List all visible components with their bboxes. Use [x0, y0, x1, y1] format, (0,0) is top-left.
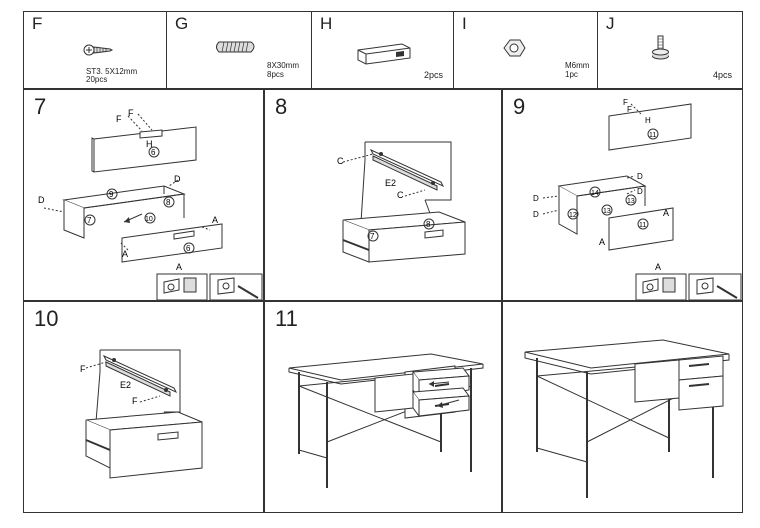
label-a: A	[655, 262, 661, 272]
label-f: F	[627, 105, 632, 114]
label-12: 12	[569, 212, 577, 219]
nut-icon	[503, 39, 526, 57]
part-j: J 4pcs	[598, 12, 744, 90]
step-7-panel: 7 F F H 6 9 8 7 10 6 D D A	[23, 89, 264, 301]
label-8: 8	[426, 220, 431, 229]
final-desk-panel	[502, 301, 743, 513]
handle-icon	[357, 43, 411, 65]
label-14: 14	[591, 190, 599, 197]
label-6: 6	[151, 148, 156, 157]
label-f: F	[80, 364, 86, 374]
step-number: 10	[34, 306, 59, 331]
part-i: I M6mm 1pc	[454, 12, 598, 90]
part-spec: ST3. 5X12mm	[86, 67, 138, 76]
part-letter: F	[32, 14, 43, 33]
step-8-slide-install-diagram: C E2 C 7 8	[337, 141, 466, 263]
label-d: D	[533, 210, 539, 219]
label-c: C	[397, 190, 404, 200]
label-13: 13	[627, 198, 635, 205]
label-6: 6	[186, 244, 191, 253]
label-f: F	[128, 108, 134, 118]
step-number: 8	[275, 94, 288, 119]
part-h: H 2pcs	[312, 12, 454, 90]
step-11-panel: 11	[264, 301, 502, 513]
label-9: 9	[109, 190, 114, 199]
label-e2: E2	[120, 380, 131, 390]
label-a: A	[122, 249, 128, 259]
part-qty: 2pcs	[424, 70, 444, 80]
label-a: A	[663, 208, 669, 218]
label-a: A	[176, 262, 182, 272]
part-qty: 4pcs	[713, 70, 733, 80]
part-qty: 20pcs	[86, 75, 108, 84]
step-10-panel: 10 F E2 F	[23, 301, 264, 513]
part-spec: M6mm	[565, 61, 590, 70]
step-number: 11	[275, 306, 298, 331]
label-h: H	[645, 116, 651, 125]
dowel-icon	[216, 41, 255, 53]
label-e2: E2	[385, 178, 396, 188]
label-d: D	[174, 174, 181, 184]
label-d: D	[533, 194, 539, 203]
leveler-foot-icon	[652, 35, 669, 60]
label-13: 13	[603, 208, 611, 215]
part-f: F ST3. 5X12mm 20pcs	[24, 12, 167, 90]
label-d: D	[637, 187, 643, 196]
label-8: 8	[166, 198, 171, 207]
part-letter: I	[462, 14, 467, 33]
label-d: D	[38, 195, 45, 205]
step-11-desk-drawer-insertion-diagram	[288, 353, 484, 488]
step-number: 7	[34, 94, 47, 119]
label-11: 11	[639, 222, 646, 229]
label-h: H	[146, 139, 153, 149]
label-a: A	[212, 215, 218, 225]
label-a: A	[599, 237, 605, 247]
part-letter: J	[606, 14, 615, 33]
screw-icon	[83, 44, 114, 56]
step-number: 9	[513, 94, 526, 119]
step-9-panel: 9 F F H 11 D D D D 14 13 13 12 11 A A	[502, 89, 743, 301]
step-8-panel: 8 C E2 C 7 8	[264, 89, 502, 301]
label-7: 7	[370, 232, 375, 241]
step-9-drawer-assembly-diagram: F F H 11 D D D D 14 13 13 12 11 A A A	[533, 98, 742, 301]
label-d: D	[637, 172, 643, 181]
part-qty: 8pcs	[267, 70, 284, 79]
step-10-slide-install-diagram: F E2 F	[80, 349, 203, 479]
label-f: F	[132, 396, 138, 406]
part-qty: 1pc	[565, 70, 578, 79]
label-10: 10	[145, 216, 153, 223]
part-g: G 8X30mm 8pcs	[167, 12, 312, 90]
part-spec: 8X30mm	[267, 61, 300, 70]
label-7: 7	[87, 216, 92, 225]
final-assembled-desk-diagram	[524, 339, 730, 498]
label-f: F	[623, 98, 628, 107]
parts-strip: F ST3. 5X12mm 20pcs G 8X30mm 8pcs H 2pcs…	[23, 11, 744, 90]
part-letter: G	[175, 14, 189, 33]
step-7-drawer-assembly-diagram: F F H 6 9 8 7 10 6 D D A A A	[38, 108, 263, 301]
label-11: 11	[649, 132, 656, 139]
label-c: C	[337, 156, 344, 166]
part-letter: H	[320, 14, 333, 33]
label-f: F	[116, 114, 122, 124]
